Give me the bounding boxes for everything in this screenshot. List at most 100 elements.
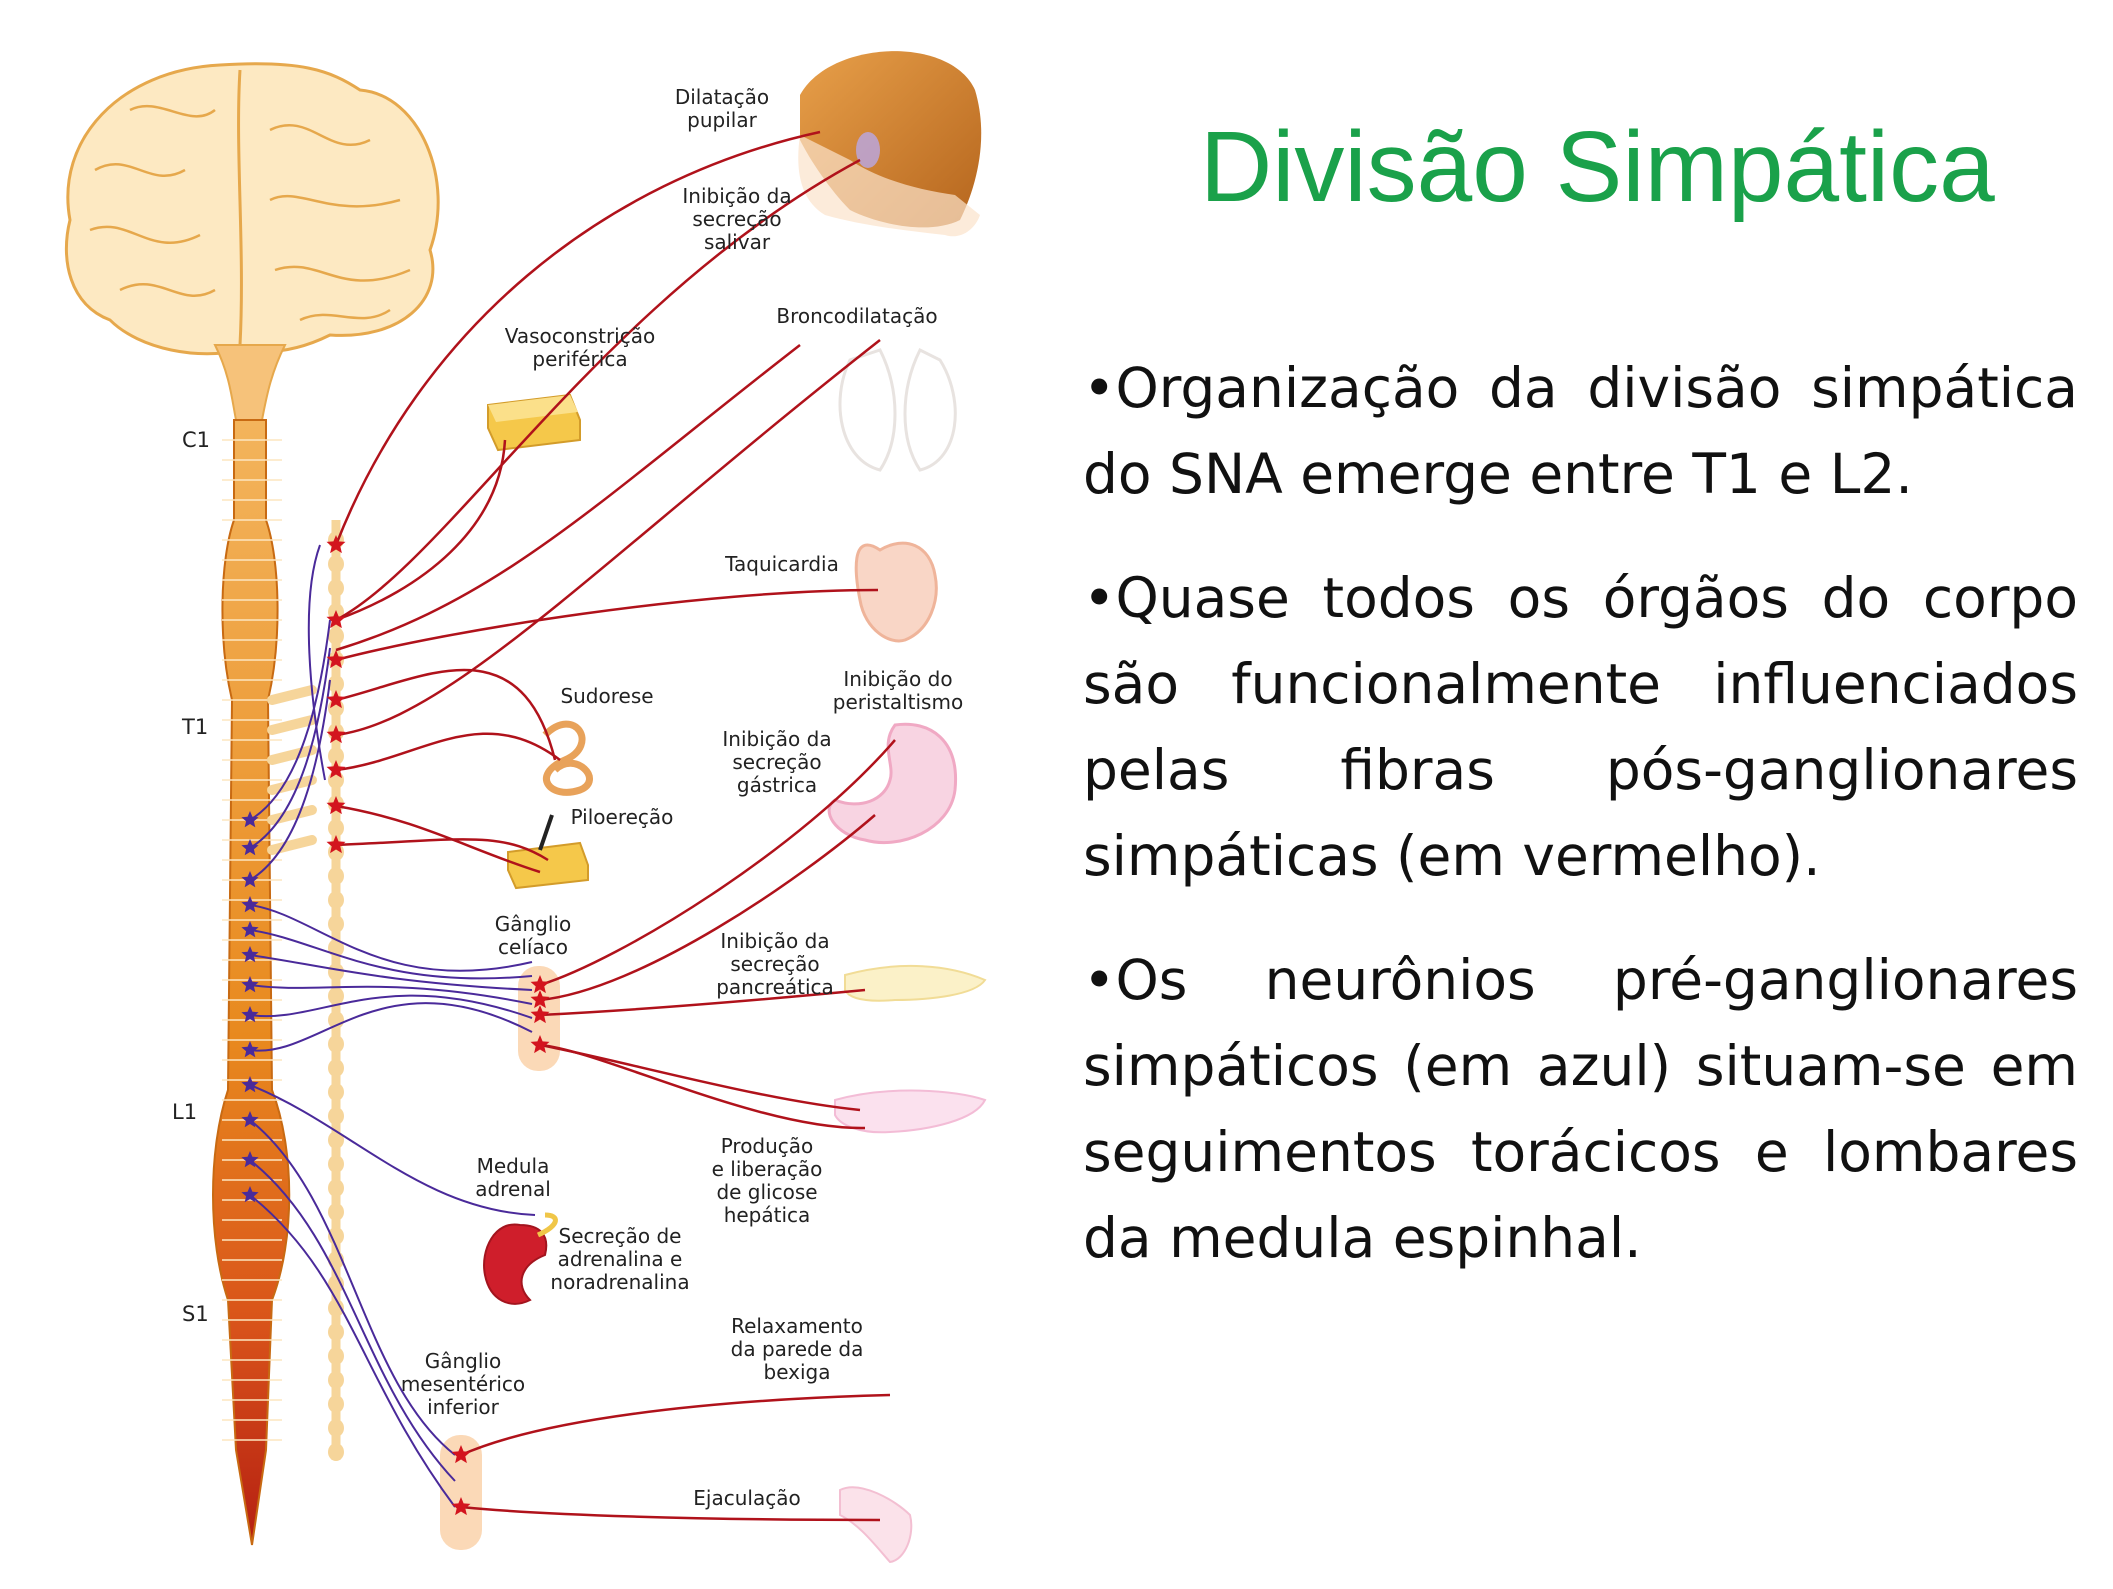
chain-ganglion: [328, 747, 344, 765]
postganglionic-fiber: [335, 339, 881, 737]
cord-neuron: [241, 1076, 259, 1093]
preganglionic-fiber: [249, 929, 533, 980]
cord-neuron: [241, 946, 259, 963]
postganglionic-fiber: [335, 439, 507, 622]
level-l1: L1: [172, 1100, 198, 1124]
chain-ganglion: [328, 867, 344, 885]
ganglion-neuron: [326, 535, 346, 554]
preganglionic-fiber: [249, 1084, 536, 1216]
postganglionic-fiber: [335, 344, 801, 652]
postganglionic-fiber: [460, 1505, 881, 1522]
cord-neuron: [241, 1111, 259, 1128]
ramus: [267, 685, 317, 705]
cord-neuron: [241, 839, 259, 856]
chain-ganglion: [328, 627, 344, 645]
cord-neuron: [241, 871, 259, 888]
chain-ganglion: [328, 1299, 344, 1317]
page-title: Divisão Simpática: [1200, 111, 1995, 223]
nervous-system-illustration: [64, 51, 987, 1564]
label-bronchodilation: Broncodilatação: [776, 304, 938, 328]
chain-ganglion: [328, 1347, 344, 1365]
vessel-block-illustration: [487, 393, 581, 452]
chain-ganglion: [328, 987, 344, 1005]
postganglionic-fiber: [335, 838, 549, 862]
postganglionic-fiber: [539, 814, 876, 1002]
chain-ganglion: [328, 1203, 344, 1221]
ramus: [267, 745, 317, 765]
chain-ganglion: [328, 1107, 344, 1125]
ganglion-neuron: [451, 1445, 471, 1464]
cord-neuron: [241, 1006, 259, 1023]
ganglion-neuron: [530, 975, 550, 994]
chain-ganglion: [328, 1035, 344, 1053]
chain-ganglion: [328, 579, 344, 597]
postganglionic-fiber: [539, 988, 866, 1017]
label-adrenal-medulla: Medula adrenal: [475, 1154, 551, 1201]
ramus: [267, 775, 317, 795]
postganglionic-fibers: [334, 130, 896, 1522]
brain-illustration: [64, 62, 440, 421]
cord-neuron: [241, 1151, 259, 1168]
preganglionic-fiber: [307, 544, 326, 781]
ganglion-neuron-markers: [326, 535, 550, 1516]
chain-ganglion: [328, 1443, 344, 1461]
sweat-gland-illustration: [542, 720, 593, 796]
chain-ganglion: [328, 1323, 344, 1341]
postganglionic-fiber: [539, 1043, 866, 1130]
cord-neuron: [241, 1186, 259, 1203]
kidney-illustration: [483, 1212, 558, 1305]
ganglion-neuron: [326, 725, 346, 744]
postganglionic-fiber: [334, 130, 821, 546]
postganglionic-fiber: [460, 1393, 891, 1457]
preganglionic-fiber: [249, 954, 533, 991]
bullet-list: •Organização da divisão simpática do SNA…: [1083, 345, 2078, 1319]
label-celiac-ganglion: Gânglio celíaco: [494, 912, 572, 959]
pancreas-illustration: [844, 964, 987, 1002]
chain-ganglion: [328, 1179, 344, 1197]
chain-ganglia: [267, 531, 344, 1461]
label-piloerection: Piloereção: [570, 805, 674, 829]
label-glucose-production: Produção e liberação de glicose hepática: [711, 1134, 823, 1227]
postganglionic-fiber: [335, 804, 541, 874]
ganglion-neuron: [326, 760, 346, 779]
ganglion-neuron: [530, 990, 550, 1009]
preganglionic-fiber: [249, 679, 331, 881]
postganglionic-fiber: [335, 158, 861, 622]
chain-ganglion: [328, 1083, 344, 1101]
inferior-mesenteric-ganglion: [440, 1435, 482, 1550]
chain-ganglion: [328, 1419, 344, 1437]
chain-ganglion: [328, 675, 344, 693]
cord-neuron: [241, 1041, 259, 1058]
label-ejaculation: Ejaculação: [693, 1486, 801, 1510]
preganglionic-fiber: [249, 984, 533, 1005]
ramus: [267, 805, 317, 825]
liver-illustration: [834, 1089, 987, 1134]
ganglion-neuron: [326, 835, 346, 854]
head-illustration: [798, 51, 982, 237]
chain-ganglion: [328, 1059, 344, 1077]
postganglionic-fiber: [335, 588, 879, 662]
label-mesenteric-ganglion: Gânglio mesentérico inferior: [400, 1349, 526, 1419]
chain-ganglion: [328, 915, 344, 933]
chain-ganglion: [328, 1155, 344, 1173]
preganglionic-fibers: [249, 544, 536, 1508]
label-sweating: Sudorese: [560, 684, 654, 708]
chain-ganglion: [328, 891, 344, 909]
ganglion-neuron: [326, 690, 346, 709]
preganglionic-fiber: [249, 1159, 456, 1482]
postganglionic-fiber: [539, 739, 896, 987]
chain-ganglion: [328, 1227, 344, 1245]
level-c1: C1: [182, 428, 211, 452]
preganglionic-fiber: [249, 1119, 456, 1456]
chain-ganglion: [328, 555, 344, 573]
chain-ganglion: [328, 1395, 344, 1413]
chain-ganglion: [328, 963, 344, 981]
ramus: [267, 715, 317, 735]
preganglionic-fiber: [249, 994, 533, 1019]
ganglion-neuron: [530, 1035, 550, 1054]
ganglion-neuron: [451, 1497, 471, 1516]
label-gastric-inhibition: Inibição da secreção gástrica: [722, 727, 832, 797]
chain-ganglion: [328, 1275, 344, 1293]
bullet-item: •Os neurônios pré-ganglionares simpático…: [1083, 948, 2078, 1270]
preganglionic-fiber: [249, 904, 533, 972]
